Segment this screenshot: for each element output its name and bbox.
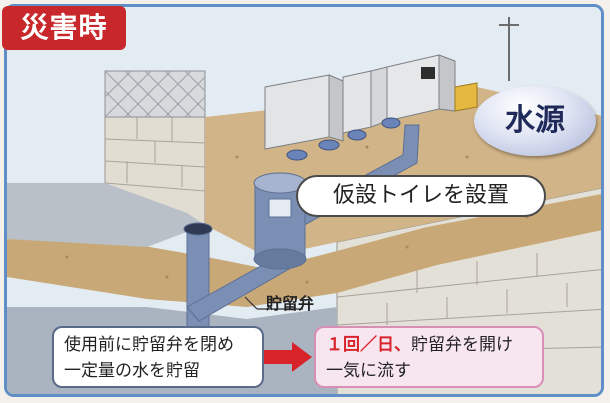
water-source-bubble: 水源 [474,86,596,156]
daily-flush-step-box: １回／日、貯留弁を開け 一気に流す [314,326,544,388]
daily-flush-line2: 一気に流す [326,361,411,381]
toilet-setup-callout: 仮設トイレを設置 [296,175,546,217]
before-use-line1: 使用前に貯留弁を閉め [64,335,234,355]
storage-valve-label: 貯留弁 [266,294,315,313]
daily-frequency-highlight: １回／日、 [326,335,411,355]
before-use-step-box: 使用前に貯留弁を閉め 一定量の水を貯留 [52,326,264,388]
daily-flush-line1-rest: 貯留弁を開け [411,335,513,355]
daily-flush-line1: １回／日、貯留弁を開け [326,332,532,358]
disaster-time-badge: 災害時 [2,6,126,50]
before-use-line2: 一定量の水を貯留 [64,361,200,381]
right-arrow-icon [264,342,312,372]
temporary-toilets [264,17,519,150]
toilet-bowls [286,117,401,161]
